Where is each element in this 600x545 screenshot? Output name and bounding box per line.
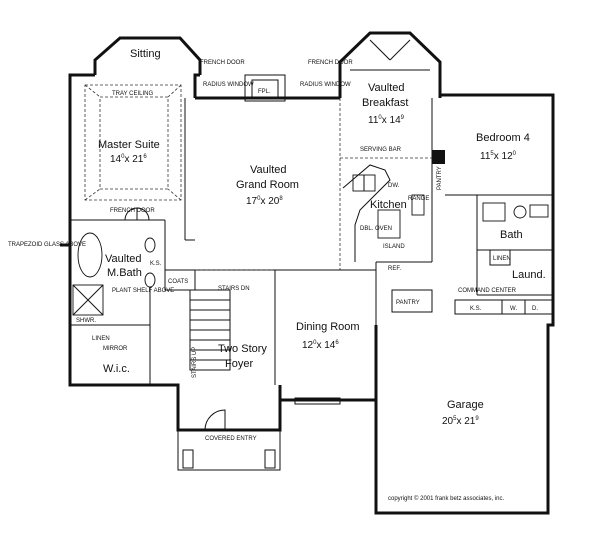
- breakfast-label-2: Breakfast: [362, 97, 408, 109]
- plant-shelf-label: PLANT SHELF ABOVE: [112, 288, 174, 294]
- radius-window-left-label: RADIUS WINDOW: [203, 82, 254, 88]
- island-label: ISLAND: [383, 244, 405, 250]
- mbath-sink-2: [144, 272, 156, 288]
- covered-entry-porch: [177, 429, 281, 471]
- covered-entry-label: COVERED ENTRY: [205, 436, 257, 442]
- pantry-closet-label: PANTRY: [437, 166, 443, 190]
- grand-room-label-2: Grand Room: [236, 179, 299, 191]
- fireplace-label: FPL.: [258, 89, 271, 95]
- range-label: RANGE: [408, 196, 429, 202]
- tray-ceiling-outline: [84, 84, 182, 201]
- wic-label: W.i.c.: [103, 363, 130, 375]
- linen-bath-label: LINEN: [493, 256, 511, 262]
- breakfast-bay-lines: [350, 39, 430, 71]
- sitting-label: Sitting: [130, 48, 161, 60]
- pantry-label: PANTRY: [396, 300, 420, 306]
- dining-window: [294, 397, 341, 405]
- dbl-oven-label: DBL. OVEN: [360, 226, 392, 232]
- bath-label: Bath: [500, 229, 523, 241]
- mirror-label: MIRROR: [103, 346, 128, 352]
- bath4-vanity: [529, 204, 549, 218]
- shower-label: SHWR.: [76, 318, 96, 324]
- garage-label: Garage: [447, 399, 484, 411]
- command-center-label: COMMAND CENTER: [458, 288, 517, 294]
- breakfast-dim: 110x 149: [368, 115, 405, 126]
- bath4-sink: [513, 205, 527, 219]
- entry-door: [204, 409, 226, 431]
- bedroom4-dim: 115x 120: [480, 151, 517, 162]
- stairs: [189, 289, 231, 371]
- washer-label: W.: [510, 306, 517, 312]
- laundry-label: Laund.: [512, 269, 546, 281]
- bath4-tub: [482, 202, 506, 222]
- breakfast-label-1: Vaulted: [368, 82, 405, 94]
- master-suite-label: Master Suite: [98, 139, 160, 151]
- kitchen-island: [377, 209, 401, 239]
- mbath-label-1: Vaulted: [105, 253, 142, 265]
- dining-room-label: Dining Room: [296, 321, 360, 333]
- kitchen-counter: [342, 164, 391, 262]
- garage-dim: 205x 219: [442, 416, 479, 427]
- interior-walls: [70, 98, 554, 385]
- serving-bar-label: SERVING BAR: [360, 147, 402, 153]
- trapezoid-label: TRAPEZOID GLASS ABOVE: [8, 242, 86, 248]
- french-door-right-label: FRENCH DOOR: [308, 60, 353, 66]
- stairs-dn-label: STAIRS DN: [218, 286, 250, 292]
- copyright: copyright © 2001 frank betz associates, …: [388, 495, 504, 502]
- ref-label: REF.: [388, 266, 401, 272]
- master-suite-dim: 140x 216: [110, 154, 147, 165]
- foyer-label-2: Foyer: [225, 358, 253, 370]
- grand-room-dim: 170x 208: [246, 196, 283, 207]
- french-door-master: [124, 207, 150, 221]
- bathtub: [77, 232, 103, 278]
- grand-room-label-1: Vaulted: [250, 164, 287, 176]
- french-door-left-label: FRENCH DOOR: [200, 60, 245, 66]
- linen-mbath-label: LINEN: [92, 336, 110, 342]
- tray-ceiling-label: TRAY CEILING: [112, 91, 153, 97]
- range-top: [411, 194, 425, 216]
- coats-label: COATS: [168, 279, 188, 285]
- mbath-sink-1: [144, 237, 156, 253]
- french-door-master-label: FRENCH DOOR: [110, 208, 155, 214]
- mbath-label-2: M.Bath: [107, 267, 142, 279]
- dw-label: DW.: [388, 183, 400, 189]
- radius-window-right-label: RADIUS WINDOW: [300, 82, 351, 88]
- ks-bath-label: K.S.: [150, 261, 162, 267]
- foyer-label-1: Two Story: [218, 343, 267, 355]
- stairs-up-label: STAIRS UP: [192, 347, 198, 378]
- kitchen-label: Kitchen: [370, 199, 407, 211]
- ks-command-label: K.S.: [470, 306, 482, 312]
- bedroom4-label: Bedroom 4: [476, 132, 530, 144]
- dining-room-dim: 120x 146: [302, 340, 339, 351]
- dryer-label: D.: [532, 306, 538, 312]
